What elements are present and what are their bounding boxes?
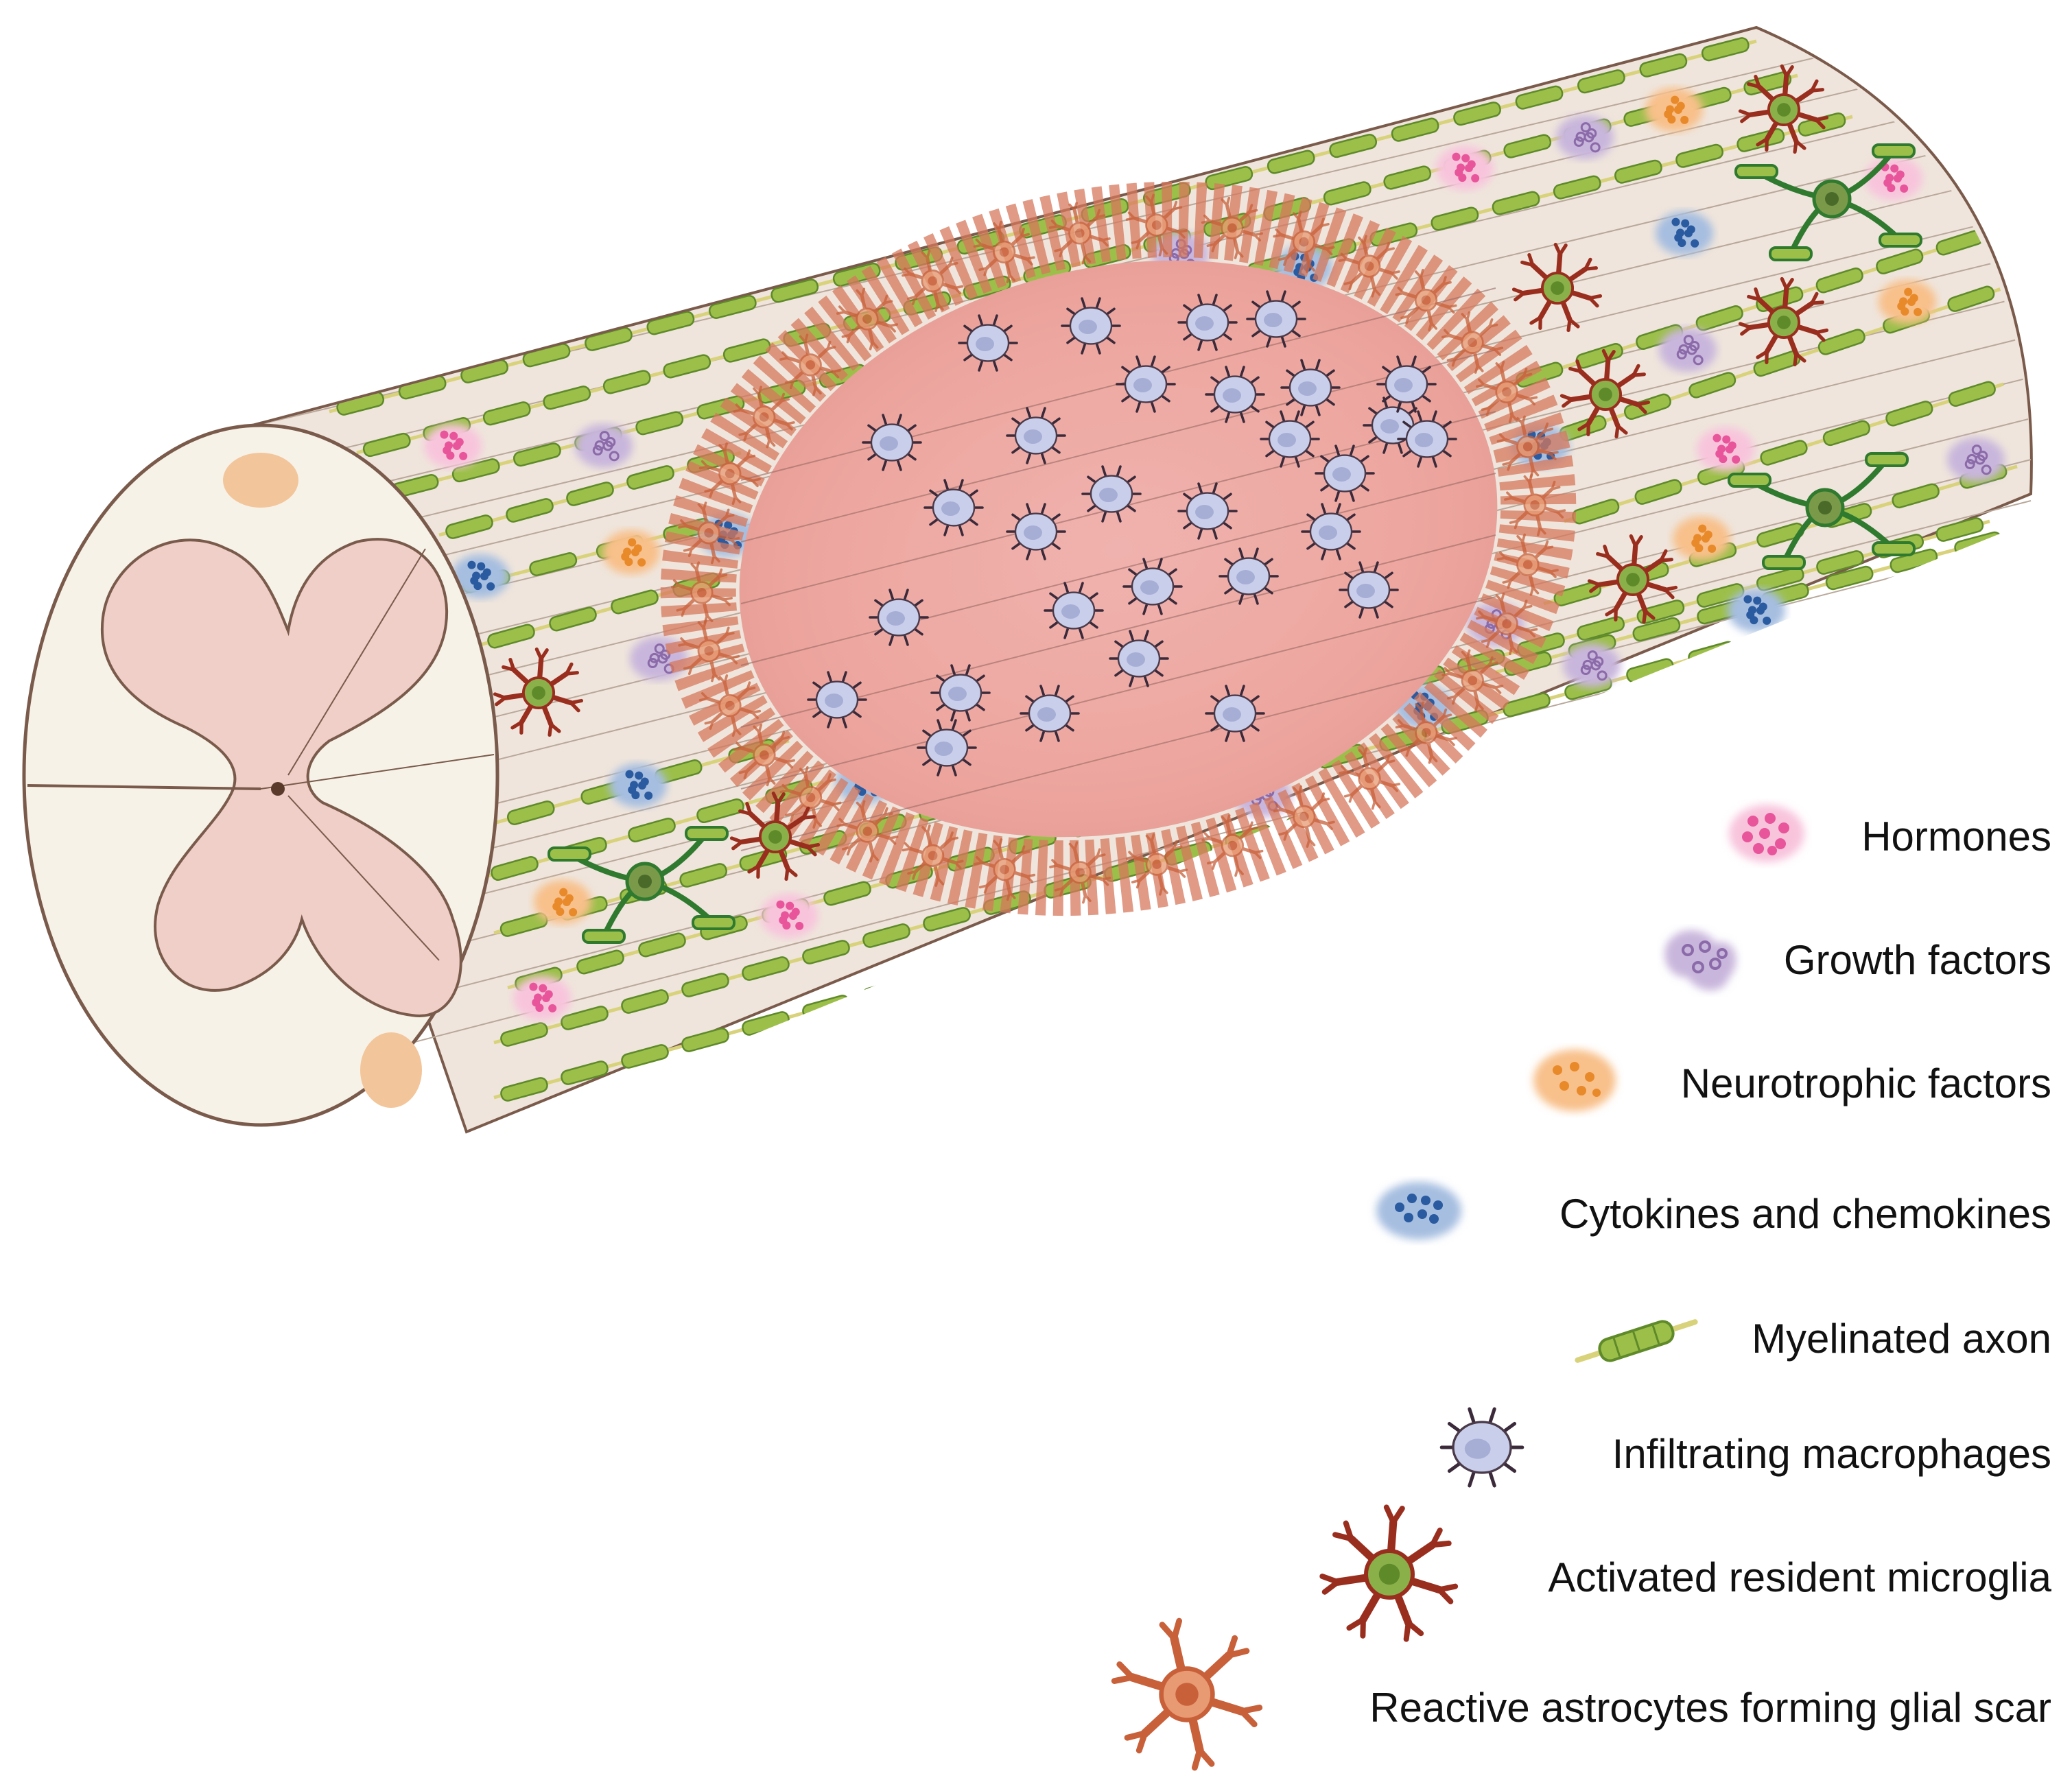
legend-item-infiltrating-macrophages: Infiltrating macrophages: [1439, 1407, 2051, 1488]
activated-microglia: [493, 64, 1829, 881]
lesion: [660, 181, 1577, 916]
spinal-cord: [22, 25, 2033, 1134]
legend-label-hormones: Hormones: [1861, 814, 2051, 860]
ventral-root-entry: [360, 1032, 422, 1108]
legend: Hormones Growth factors Neurotrophic fac: [1111, 805, 2052, 1771]
legend-item-growth-factors: Growth factors: [1664, 930, 2051, 991]
legend-item-reactive-astrocytes: Reactive astrocytes forming glial scar: [1111, 1617, 2051, 1771]
microglia-icon: [1319, 1504, 1459, 1642]
legend-item-cytokines-chemokines: Cytokines and chemokines: [1376, 1182, 2051, 1240]
lesion-macrophages: [807, 290, 1457, 777]
central-canal: [271, 782, 285, 796]
legend-label-infiltrating-macrophages: Infiltrating macrophages: [1612, 1431, 2051, 1477]
legend-label-cytokines-chemokines: Cytokines and chemokines: [1559, 1191, 2051, 1237]
legend-item-myelinated-axon: Myelinated axon: [1575, 1316, 2051, 1363]
legend-label-activated-microglia: Activated resident microglia: [1548, 1554, 2051, 1600]
cord-cross-section: [22, 423, 499, 1127]
glial-scar-astrocytes: [670, 193, 1566, 904]
oligodendrocytes: [548, 143, 1922, 944]
legend-label-myelinated-axon: Myelinated axon: [1752, 1316, 2051, 1362]
dorsal-root-entry: [223, 453, 298, 508]
neurotrophic-factors-icon: [1533, 1050, 1616, 1111]
growth-factors-icon: [1664, 930, 1737, 991]
legend-label-growth-factors: Growth factors: [1784, 937, 2051, 983]
legend-label-reactive-astrocytes: Reactive astrocytes forming glial scar: [1369, 1685, 2051, 1731]
hormones-icon: [1729, 805, 1804, 862]
legend-item-hormones: Hormones: [1729, 805, 2051, 862]
anterior-median-fissure: [27, 784, 261, 790]
legend-item-neurotrophic-factors: Neurotrophic factors: [1533, 1050, 2051, 1111]
cytokines-chemokines-icon: [1376, 1182, 1461, 1240]
legend-item-activated-microglia: Activated resident microglia: [1319, 1504, 2052, 1642]
macrophage-icon: [1439, 1407, 1524, 1488]
myelinated-axon-icon: [1575, 1319, 1698, 1363]
legend-label-neurotrophic-factors: Neurotrophic factors: [1681, 1060, 2051, 1106]
gray-commissure: [260, 754, 495, 790]
astrocyte-icon: [1111, 1617, 1263, 1771]
